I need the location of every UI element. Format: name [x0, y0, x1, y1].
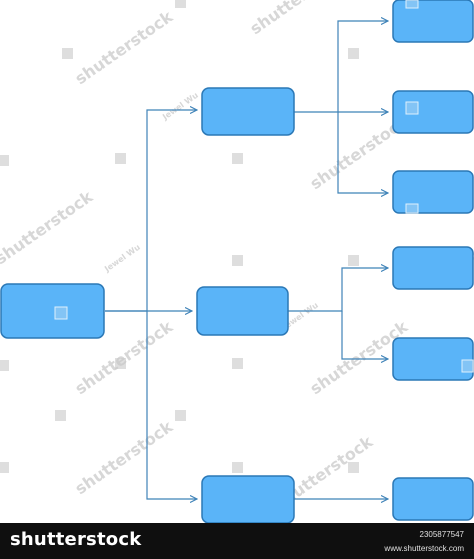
- watermark-mark: [55, 410, 66, 421]
- leaf-node-1: [392, 0, 474, 43]
- watermark-mark: [232, 358, 243, 369]
- leaf-node-4: [392, 246, 474, 290]
- footer-brand-logo: shutterstock: [10, 529, 142, 550]
- watermark-mark: [461, 359, 474, 373]
- leaf-node-3: [392, 170, 474, 214]
- watermark-mark: [0, 360, 9, 371]
- watermark-mark: [405, 101, 419, 115]
- watermark-brand: shutterstock: [71, 417, 176, 499]
- watermark-mark: [0, 155, 9, 166]
- watermark-mark: [405, 0, 419, 9]
- footer-image-id: 2305877547: [419, 530, 465, 539]
- footer-site-url: www.shutterstock.com: [384, 544, 464, 553]
- leaf-node-6: [392, 477, 474, 521]
- watermark-brand: shutterstock: [246, 0, 351, 38]
- watermark-mark: [115, 358, 126, 369]
- watermark-mark: [348, 462, 359, 473]
- leaf-node-2: [392, 90, 474, 134]
- stock-footer-bar: shutterstock 2305877547 www.shutterstock…: [0, 523, 474, 559]
- watermark-mark: [232, 462, 243, 473]
- root-node: [0, 283, 105, 339]
- branch-node-top: [201, 87, 295, 136]
- branch-node-middle: [196, 286, 289, 336]
- watermark-mark: [348, 255, 359, 266]
- watermark-mark: [175, 0, 186, 8]
- connector-root-branch-top: [105, 110, 197, 312]
- watermark-author: Jewel Wu: [160, 90, 200, 122]
- watermark-mark: [62, 48, 73, 59]
- watermark-mark: [232, 255, 243, 266]
- connector-branch-top-leaf-3: [337, 112, 388, 193]
- watermark-mark: [232, 153, 243, 164]
- watermark-mark: [405, 203, 419, 214]
- watermark-mark: [115, 153, 126, 164]
- watermark-mark: [175, 410, 186, 421]
- watermark-mark: [54, 306, 68, 320]
- connector-branch-middle-leaf-5: [341, 311, 388, 359]
- leaf-node-5: [392, 337, 474, 381]
- watermark-mark: [348, 48, 359, 59]
- connector-branch-top-leaf-1: [294, 21, 388, 113]
- connector-branch-middle-leaf-4: [288, 268, 388, 312]
- watermark-mark: [0, 462, 9, 473]
- branch-node-bottom: [201, 475, 295, 523]
- org-chart-diagram: shutterstock shutterstock shutterstock s…: [0, 0, 474, 523]
- watermark-brand: shutterstock: [71, 7, 176, 89]
- connector-root-branch-bottom: [146, 311, 197, 499]
- watermark-brand: shutterstock: [0, 187, 96, 269]
- watermark-author: Jewel Wu: [102, 242, 142, 274]
